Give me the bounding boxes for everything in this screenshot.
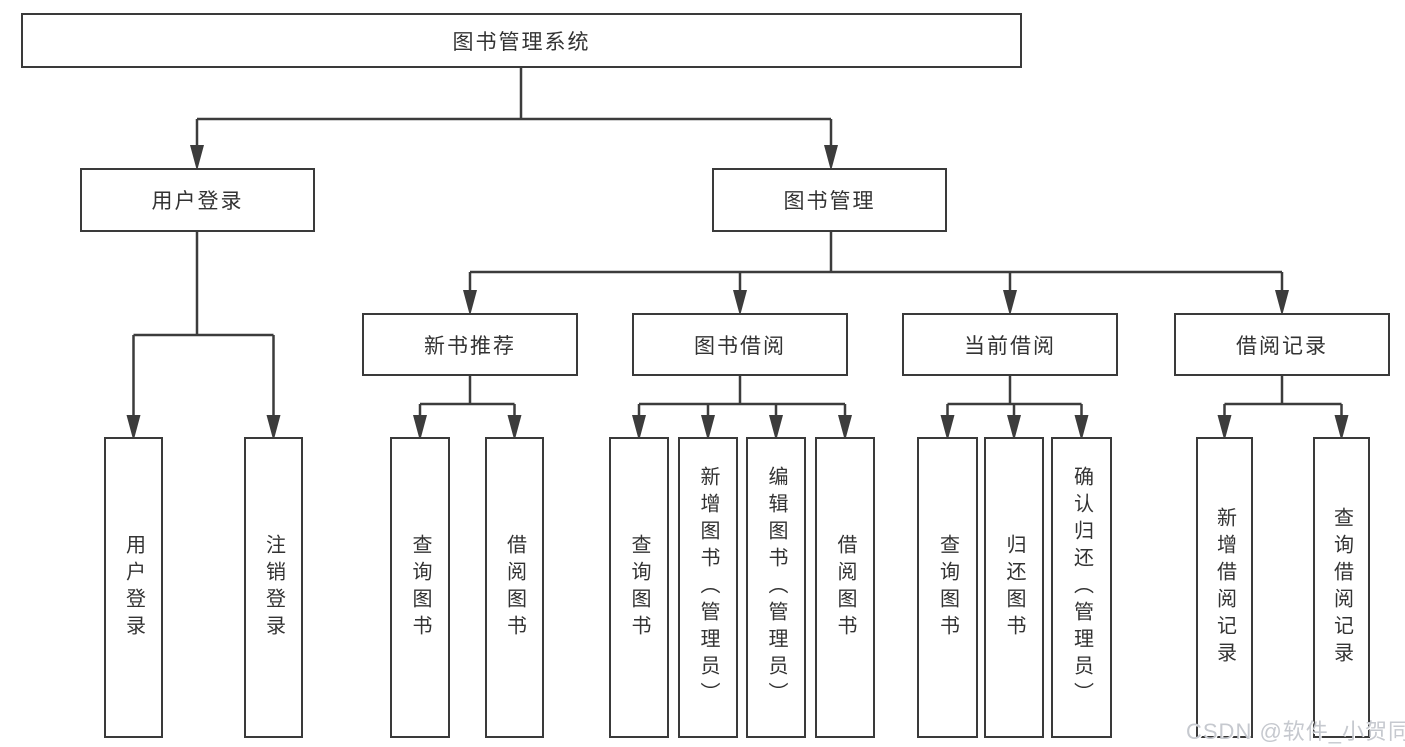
leaf-cb-confirm-return-admin: 确认归还（管理员） — [1051, 437, 1112, 738]
connector-book-borrow — [637, 376, 847, 420]
leaf-label: 借阅图书 — [503, 533, 526, 642]
leaf-label: 查询借阅记录 — [1330, 506, 1353, 669]
connector-current-borrow — [946, 376, 1083, 420]
node-library-system: 图书管理系统 — [21, 13, 1022, 68]
leaf-label: 注销登录 — [262, 533, 285, 642]
node-book-borrowing: 图书借阅 — [632, 313, 848, 376]
leaf-cb-return-books: 归还图书 — [984, 437, 1044, 738]
leaf-bb-query-books: 查询图书 — [609, 437, 669, 738]
node-current-borrowing: 当前借阅 — [902, 313, 1118, 376]
connector-book-management — [468, 232, 1284, 295]
leaf-br-query-record: 查询借阅记录 — [1313, 437, 1370, 738]
node-user-login: 用户登录 — [80, 168, 315, 232]
node-book-management: 图书管理 — [712, 168, 947, 232]
connector-user-login — [132, 232, 275, 420]
leaf-label: 借阅图书 — [834, 533, 856, 642]
node-new-book-recommend: 新书推荐 — [362, 313, 578, 376]
leaf-label: 确认归还（管理员） — [1070, 466, 1093, 709]
leaf-cb-query-books: 查询图书 — [917, 437, 978, 738]
leaf-bb-add-books-admin: 新增图书（管理员） — [678, 437, 738, 738]
leaf-label: 新增借阅记录 — [1213, 506, 1236, 669]
leaf-label: 用户登录 — [122, 533, 145, 642]
csdn-watermark: CSDN @软件_小贺同学 — [1186, 719, 1405, 744]
arrowhead-icons — [126, 145, 1349, 441]
leaf-nb-borrow-books: 借阅图书 — [485, 437, 544, 738]
leaf-label: 查询图书 — [409, 533, 431, 642]
connector-borrow-records — [1223, 376, 1343, 420]
leaf-label: 编辑图书（管理员） — [765, 466, 787, 709]
connector-root — [195, 67, 833, 150]
leaf-label: 归还图书 — [1003, 533, 1025, 642]
leaf-label: 查询图书 — [936, 533, 959, 642]
leaf-br-add-record: 新增借阅记录 — [1196, 437, 1253, 738]
leaf-bb-borrow-books: 借阅图书 — [815, 437, 875, 738]
leaf-logout: 注销登录 — [244, 437, 303, 738]
leaf-nb-query-books: 查询图书 — [390, 437, 450, 738]
leaf-bb-edit-books-admin: 编辑图书（管理员） — [746, 437, 806, 738]
leaf-user-login: 用户登录 — [104, 437, 163, 738]
connector-new-book — [418, 376, 516, 420]
leaf-label: 查询图书 — [628, 533, 650, 642]
leaf-label: 新增图书（管理员） — [697, 466, 719, 709]
node-borrowing-records: 借阅记录 — [1174, 313, 1390, 376]
